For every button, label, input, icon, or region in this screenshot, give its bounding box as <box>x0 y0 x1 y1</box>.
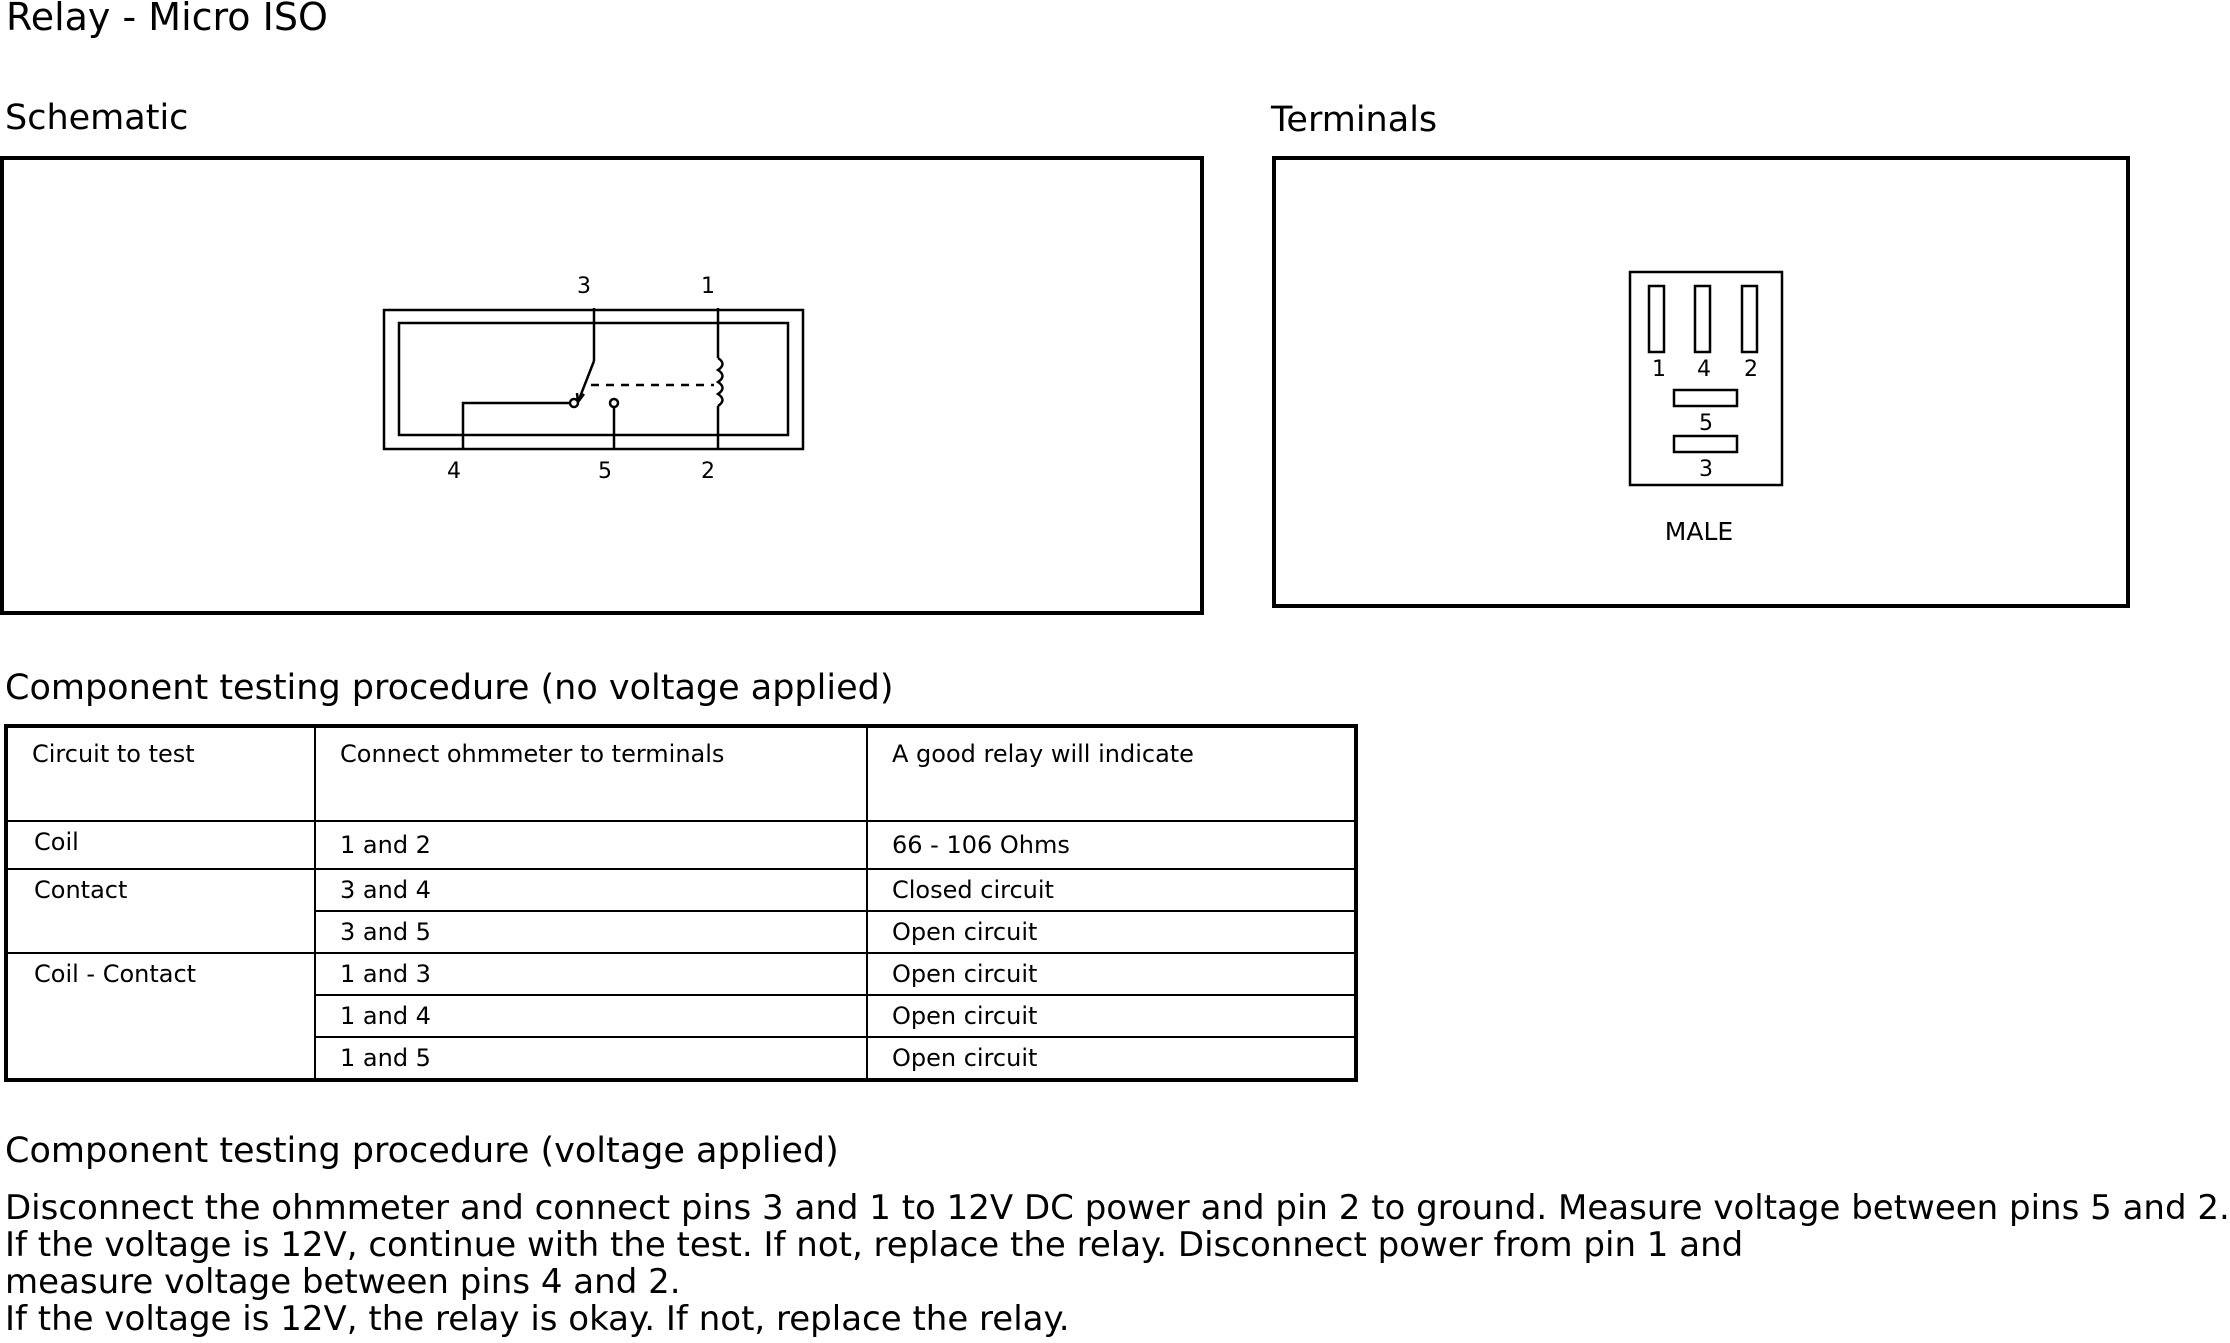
procedure-line: measure voltage between pins 4 and 2. <box>5 1262 681 1302</box>
table-row: 1 and 4 Open circuit <box>6 995 1357 1038</box>
terminals-cell: 1 and 5 <box>314 1037 868 1081</box>
circuit-cell: Contact <box>5 869 316 954</box>
pin-label-2: 2 <box>701 459 715 484</box>
terminals-panel: 1 4 2 5 3 MALE <box>1272 156 2130 608</box>
terminal-layout-diagram: 1 4 2 5 3 MALE <box>1628 270 1784 546</box>
pin-label-5: 5 <box>598 459 612 484</box>
table-row: 1 and 5 Open circuit <box>6 1037 1357 1081</box>
result-cell: Open circuit <box>866 995 1357 1038</box>
no-voltage-test-table: Circuit to test Connect ohmmeter to term… <box>4 724 1358 1082</box>
connector-outline <box>1628 270 1784 487</box>
terminal-label-1: 1 <box>1652 357 1666 382</box>
procedure-line: If the voltage is 12V, the relay is okay… <box>5 1299 1070 1339</box>
circuit-cell: Coil - Contact <box>5 953 316 1081</box>
result-cell: Open circuit <box>866 911 1357 954</box>
result-cell: 66 - 106 Ohms <box>866 821 1357 870</box>
result-cell: Open circuit <box>866 1037 1357 1081</box>
column-header: Connect ohmmeter to terminals <box>314 726 868 822</box>
pin-label-1: 1 <box>701 274 715 299</box>
pin-label-4: 4 <box>447 459 461 484</box>
result-cell: Open circuit <box>866 953 1357 996</box>
table-row: Coil 1 and 2 66 - 106 Ohms <box>5 821 1357 870</box>
schematic-panel: 3 1 4 5 2 <box>0 156 1204 615</box>
terminal-label-4: 4 <box>1697 357 1711 382</box>
relay-coil <box>715 356 724 408</box>
contact-5 <box>608 397 620 409</box>
terminal-blade-3 <box>1672 434 1739 454</box>
procedure-line: If the voltage is 12V, continue with the… <box>5 1225 1744 1265</box>
pin4-lead <box>461 401 570 450</box>
terminal-blade-4 <box>1693 284 1712 354</box>
voltage-procedure-text: Disconnect the ohmmeter and connect pins… <box>5 1190 2230 1338</box>
terminal-blade-1 <box>1647 284 1666 354</box>
table-row: Coil - Contact 1 and 3 Open circuit <box>5 953 1357 1081</box>
terminals-cell: 1 and 2 <box>314 821 868 870</box>
connector-gender-label: MALE <box>1665 517 1733 546</box>
column-header: A good relay will indicate <box>866 726 1357 822</box>
table-row: Contact 3 and 4 Closed circuit <box>5 869 1357 954</box>
terminal-blade-5 <box>1672 388 1739 408</box>
page-title: Relay - Micro ISO <box>6 0 328 39</box>
schematic-label: Schematic <box>5 98 189 138</box>
no-voltage-heading: Component testing procedure (no voltage … <box>5 668 894 708</box>
terminal-label-3: 3 <box>1699 457 1713 482</box>
terminals-label: Terminals <box>1271 100 1438 140</box>
terminal-label-5: 5 <box>1699 411 1713 436</box>
terminals-cell: 3 and 4 <box>314 869 868 912</box>
procedure-line: Disconnect the ohmmeter and connect pins… <box>5 1188 2230 1228</box>
result-cell: Closed circuit <box>866 869 1357 912</box>
relay-schematic-diagram: 3 1 4 5 2 <box>382 274 805 484</box>
switch-arm <box>576 360 596 403</box>
column-header: Circuit to test <box>5 726 316 822</box>
voltage-heading: Component testing procedure (voltage app… <box>5 1131 839 1171</box>
pin-label-3: 3 <box>577 274 591 299</box>
terminal-label-2: 2 <box>1744 357 1758 382</box>
terminals-cell: 1 and 4 <box>314 995 868 1038</box>
terminals-cell: 1 and 3 <box>314 953 868 996</box>
circuit-cell: Coil <box>5 821 316 870</box>
table-header-row: Circuit to test Connect ohmmeter to term… <box>5 726 1357 822</box>
terminals-cell: 3 and 5 <box>314 911 868 954</box>
table-row: 3 and 5 Open circuit <box>6 911 1357 954</box>
terminal-blade-2 <box>1740 284 1759 354</box>
contact-4 <box>568 397 580 409</box>
